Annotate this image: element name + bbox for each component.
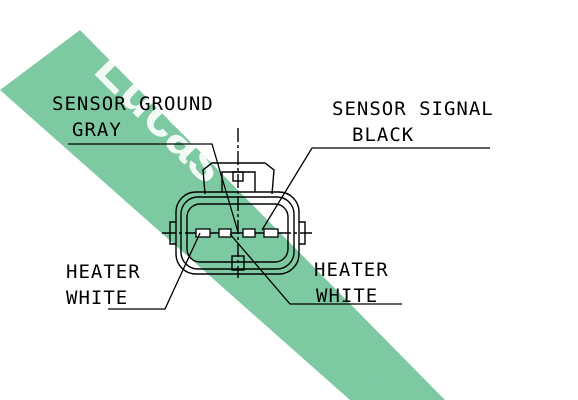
sensor-signal-label: SENSOR SIGNAL — [332, 98, 494, 120]
leader-lines — [68, 143, 490, 310]
watermark-band — [0, 30, 445, 400]
watermark-arrow-tip — [372, 366, 418, 400]
leader-heater-right — [229, 233, 402, 305]
terminal-pins — [195, 228, 279, 238]
heater-left-label: HEATER — [66, 261, 141, 283]
pin-heater-left — [195, 228, 211, 238]
sensor-ground-wire-color: GRAY — [72, 119, 122, 141]
leader-sensor-ground — [68, 143, 239, 233]
pin-sensor-signal — [242, 228, 256, 238]
leader-sensor-signal — [261, 147, 490, 231]
heater-left-wire-color: WHITE — [66, 287, 129, 309]
pin-sensor-ground — [218, 228, 232, 238]
connector-housing — [162, 128, 312, 278]
sensor-ground-label: SENSOR GROUND — [52, 93, 214, 115]
watermark-logo: Lucas — [0, 30, 445, 400]
leader-heater-left — [108, 232, 201, 310]
heater-right-label: HEATER — [314, 259, 389, 281]
pin-heater-right — [263, 228, 279, 238]
sensor-signal-wire-color: BLACK — [352, 124, 415, 146]
heater-right-wire-color: WHITE — [316, 285, 379, 307]
